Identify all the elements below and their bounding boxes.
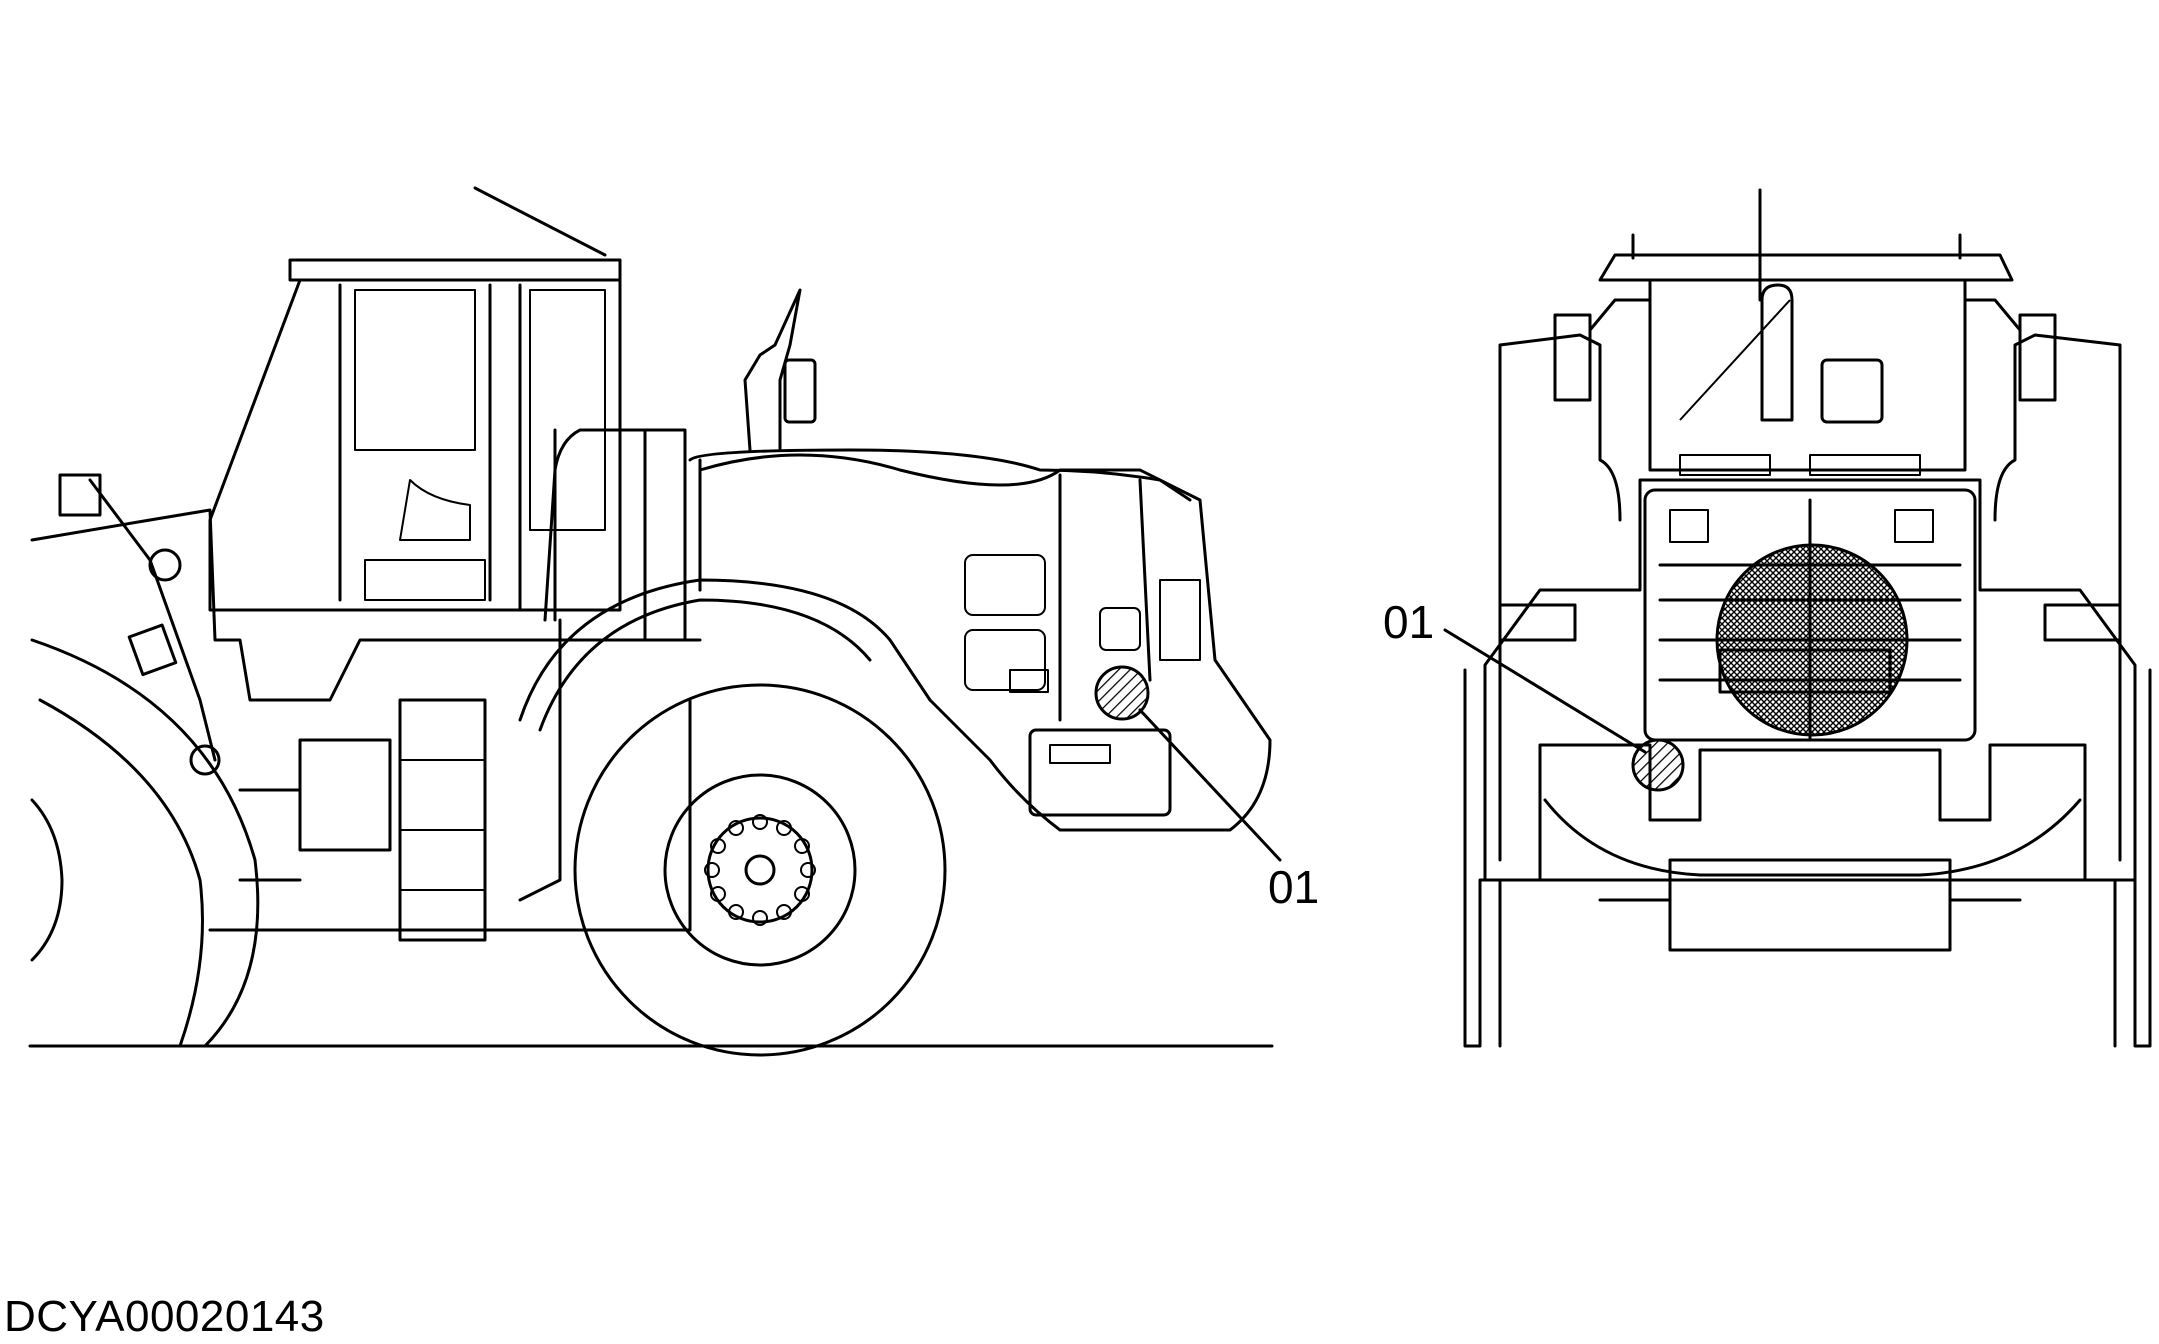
- rear-wheel: [573, 683, 947, 1057]
- right-mirror: [2018, 313, 2057, 402]
- decal-marker-side: [1094, 665, 1150, 721]
- rear-cab: [1648, 278, 1967, 472]
- radiator-grille: [1643, 488, 1977, 742]
- right-tail-light: [2043, 603, 2122, 642]
- operator-cab: [208, 186, 622, 612]
- steps: [398, 698, 487, 942]
- front-wheel: [30, 638, 260, 1048]
- side-view-machine: [28, 186, 1282, 1057]
- callout-label-rear: 01: [1383, 596, 1434, 648]
- cab-roof: [1598, 253, 2014, 282]
- leader-line-rear: [1443, 628, 1647, 754]
- left-tyre: [1463, 668, 1502, 1048]
- right-handrail: [1993, 333, 2122, 862]
- left-mirror: [1553, 313, 1592, 402]
- right-tyre: [2113, 668, 2152, 1048]
- lower-axle-box: [1668, 858, 1952, 952]
- exhaust-stack: [743, 288, 802, 452]
- left-tail-light: [1498, 603, 1577, 642]
- beacon-light: [783, 358, 817, 424]
- leader-line-side: [1138, 708, 1282, 862]
- rear-counterweight: [1538, 743, 2087, 882]
- counterweight-panel: [1028, 728, 1172, 817]
- figure-id: DCYA00020143: [4, 1292, 325, 1341]
- engine-hood: [688, 448, 1192, 502]
- callout-label-side: 01: [1268, 861, 1319, 913]
- rear-body: [698, 453, 1272, 832]
- rear-beacon: [1820, 358, 1884, 424]
- work-light: [58, 473, 102, 517]
- left-handrail: [1498, 333, 1622, 862]
- rear-exhaust: [1760, 283, 1794, 422]
- loader-frame: [30, 473, 702, 942]
- rear-view-machine: [1443, 188, 2152, 1048]
